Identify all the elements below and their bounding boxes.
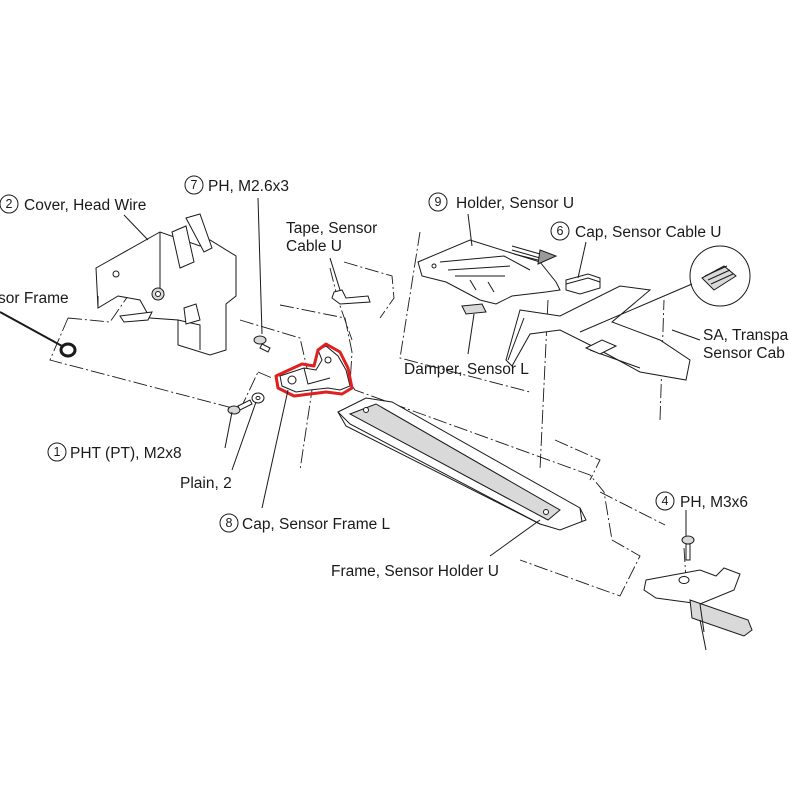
callout-cap-sensor-frame-l: 8 Cap, Sensor Frame L <box>219 513 391 533</box>
bracket-part <box>643 567 753 651</box>
callout-number: 7 <box>191 178 198 192</box>
screw-m2x8-part <box>227 399 253 415</box>
callout-number: 2 <box>6 197 13 211</box>
screw-m3x6-part <box>681 535 695 561</box>
label-sensor-frame-partial: sor Frame <box>0 290 69 307</box>
label-tape-sensor-line2: Cable U <box>286 238 342 255</box>
leader-lines <box>123 197 701 557</box>
cap-sensor-frame-l-part <box>274 342 354 398</box>
sa-transparent-sensor-cable-part <box>505 245 751 381</box>
callout-cover-head-wire: 2 Cover, Head Wire <box>0 194 146 214</box>
callout-label: PH, M3x6 <box>680 494 748 511</box>
label-sa-transparent-line2: Sensor Cab <box>703 345 785 362</box>
callout-label: PH, M2.6x3 <box>208 178 289 195</box>
label-tape-sensor-line1: Tape, Sensor <box>286 220 377 237</box>
callout-label: PHT (PT), M2x8 <box>70 445 182 462</box>
ring-clip-part <box>0 311 77 358</box>
damper-sensor-l-part <box>461 303 487 315</box>
screw-m26x3-part <box>253 335 271 353</box>
frame-sensor-holder-u-part <box>337 397 587 531</box>
callout-ph-m3x6: 4 PH, M3x6 <box>655 491 748 511</box>
callout-number: 1 <box>54 445 61 459</box>
callout-number: 4 <box>662 494 669 508</box>
callout-ph-m26x3: 7 PH, M2.6x3 <box>184 175 289 195</box>
callout-number: 8 <box>226 516 233 530</box>
callout-number: 6 <box>557 224 564 238</box>
label-frame-sensor-holder-u: Frame, Sensor Holder U <box>331 563 499 580</box>
callout-number: 9 <box>435 195 442 209</box>
callout-label: Cover, Head Wire <box>24 197 146 214</box>
cover-head-wire-part <box>95 213 237 356</box>
callout-label: Cap, Sensor Frame L <box>242 516 391 533</box>
callout-cap-sensor-cable-u: 6 Cap, Sensor Cable U <box>550 221 721 241</box>
label-damper-sensor-l: Damper, Sensor L <box>404 361 529 378</box>
label-plain-2: Plain, 2 <box>180 475 232 492</box>
holder-sensor-u-part <box>417 239 561 305</box>
washer-part <box>251 392 265 404</box>
callout-label: Holder, Sensor U <box>456 195 574 212</box>
callout-pht-pt-m2x8: 1 PHT (PT), M2x8 <box>47 442 182 462</box>
cap-sensor-cable-u-part <box>565 273 601 295</box>
tape-sensor-cable-u-part <box>331 289 371 305</box>
callout-holder-sensor-u: 9 Holder, Sensor U <box>428 192 574 212</box>
callout-label: Cap, Sensor Cable U <box>575 224 721 241</box>
label-sa-transparent-line1: SA, Transpa <box>703 327 789 344</box>
